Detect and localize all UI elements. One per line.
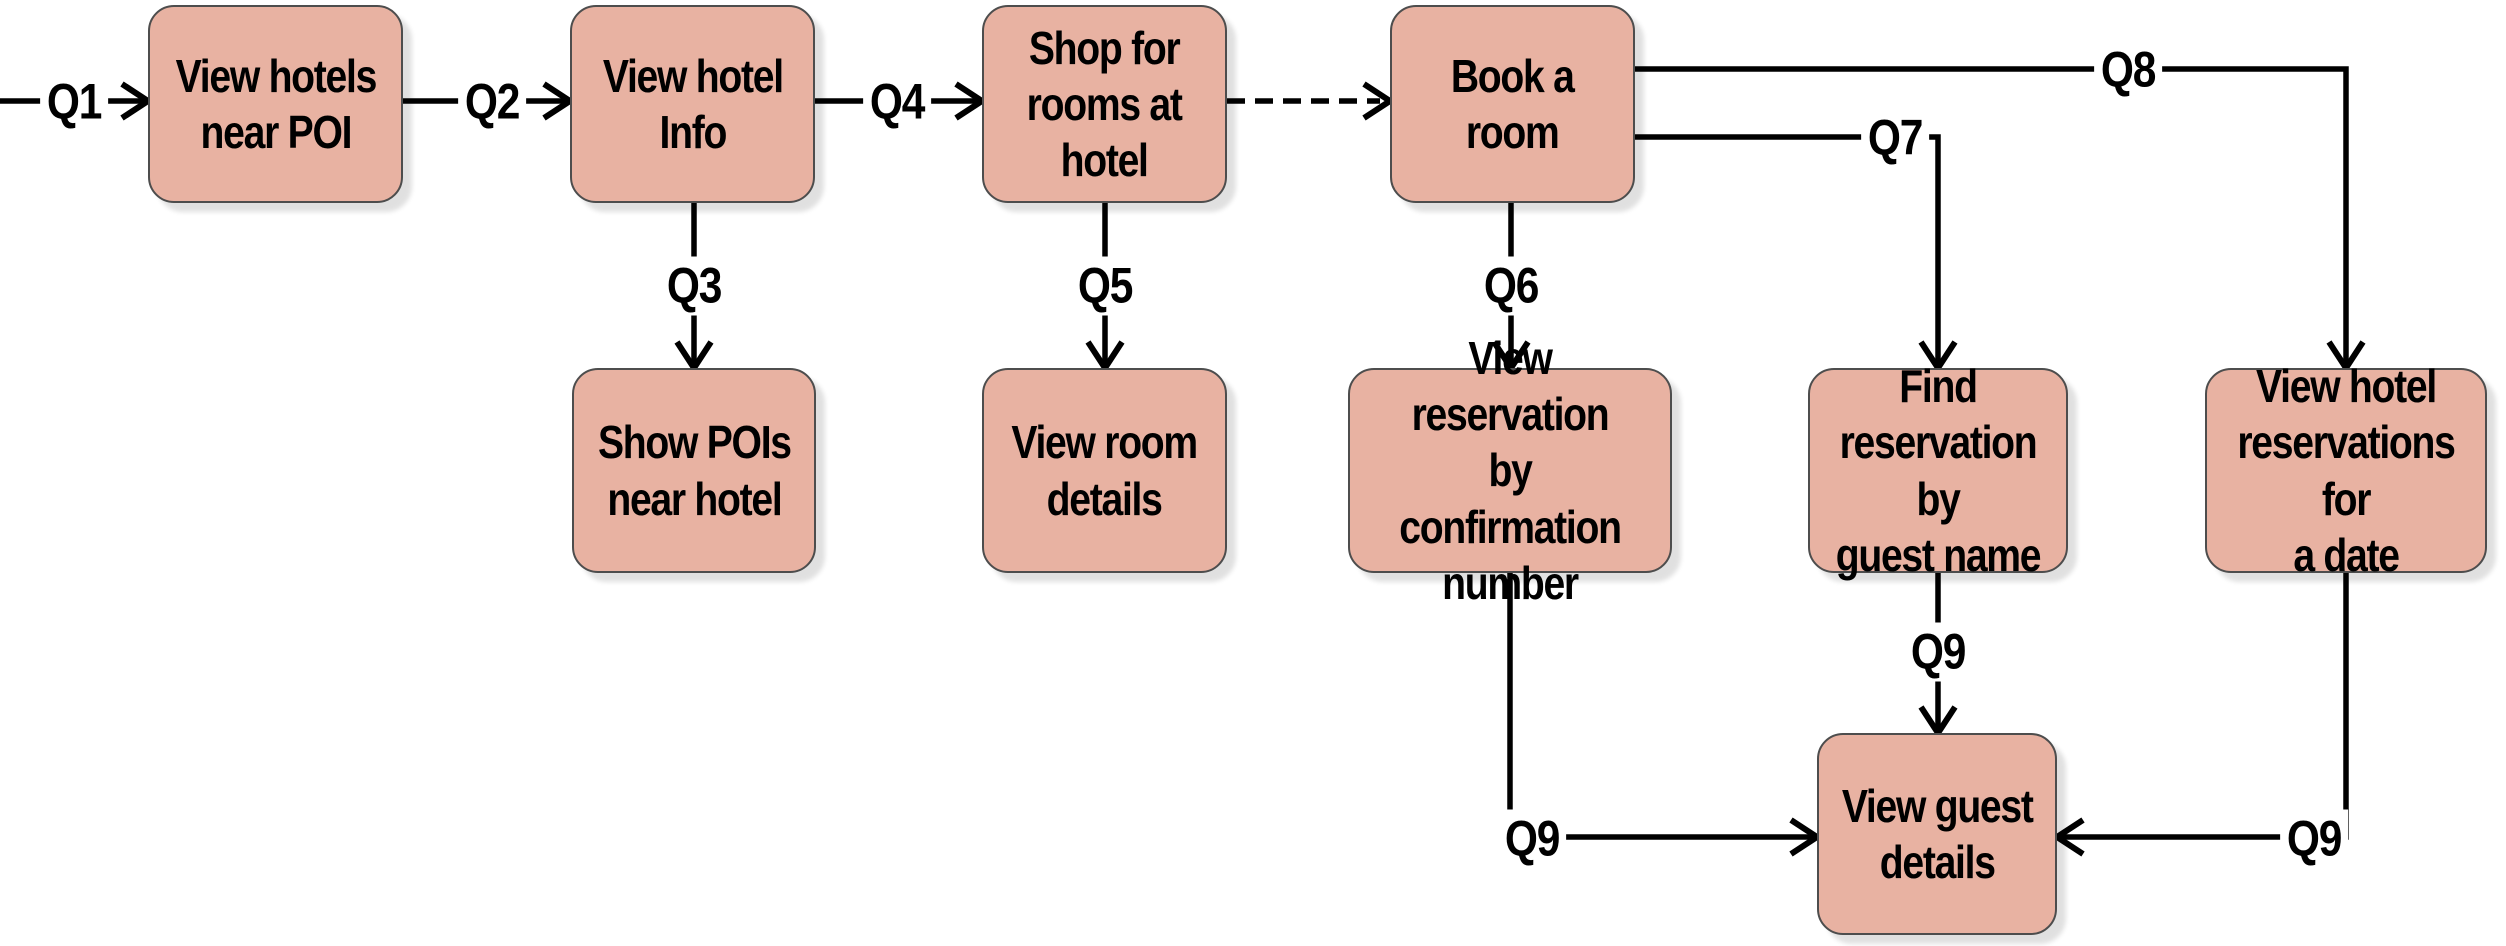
edge-q7-line — [1635, 134, 1941, 368]
node-shop-for-rooms-at-hotel: Shop for rooms at hotel — [982, 5, 1227, 203]
node-view-hotel-reservations-for-a-date: View hotel reservations for a date — [2205, 360, 2487, 581]
edge-label-q9-date: Q9 — [2280, 809, 2348, 869]
node-label: Book a room — [1451, 49, 1575, 158]
node-label: View hotel Info — [602, 49, 784, 158]
edge-label-q6: Q6 — [1477, 256, 1545, 316]
node-label: View hotel reservations for a date — [2237, 360, 2456, 581]
edge-q9-confirmation-line — [1507, 573, 1817, 840]
edge-label-q4: Q4 — [863, 72, 931, 132]
node-find-reservation-by-guest-name: Find reservation by guest name — [1808, 360, 2068, 581]
node-label: Shop for rooms at hotel — [1027, 21, 1183, 187]
node-view-guest-details: View guest details — [1817, 733, 2057, 935]
edge-label-q2: Q2 — [458, 72, 526, 132]
node-view-room-details: View room details — [982, 368, 1227, 573]
edge-label-q9-confirmation: Q9 — [1498, 809, 1566, 869]
edge-label-q3: Q3 — [660, 256, 728, 316]
node-view-reservation-by-confirmation-number: View reservation by confirmation number — [1348, 332, 1672, 609]
edge-label-q1: Q1 — [40, 72, 108, 132]
node-show-pois-near-hotel: Show POIs near hotel — [572, 368, 816, 573]
edge-q9-date-arrowhead — [2051, 817, 2085, 857]
node-label: View hotels near POI — [175, 49, 377, 158]
edge-label-q8: Q8 — [2094, 40, 2162, 100]
edge-q9-date-line — [2057, 573, 2349, 840]
node-label: Show POIs near hotel — [597, 416, 792, 525]
edge-label-q7: Q7 — [1861, 108, 1929, 168]
node-label: View room details — [1011, 416, 1199, 525]
node-label: Find reservation by guest name — [1835, 360, 2042, 581]
edge-q8-line — [1635, 66, 2349, 368]
node-view-hotel-info: View hotel Info — [570, 5, 815, 203]
node-book-a-room: Book a room — [1390, 5, 1635, 203]
edge-label-q5: Q5 — [1071, 256, 1139, 316]
edge-label-q9-guest-name: Q9 — [1904, 622, 1972, 682]
node-view-hotels-near-poi: View hotels near POI — [148, 5, 403, 203]
node-label: View reservation by confirmation number — [1399, 332, 1622, 609]
node-label: View guest details — [1841, 779, 2034, 888]
